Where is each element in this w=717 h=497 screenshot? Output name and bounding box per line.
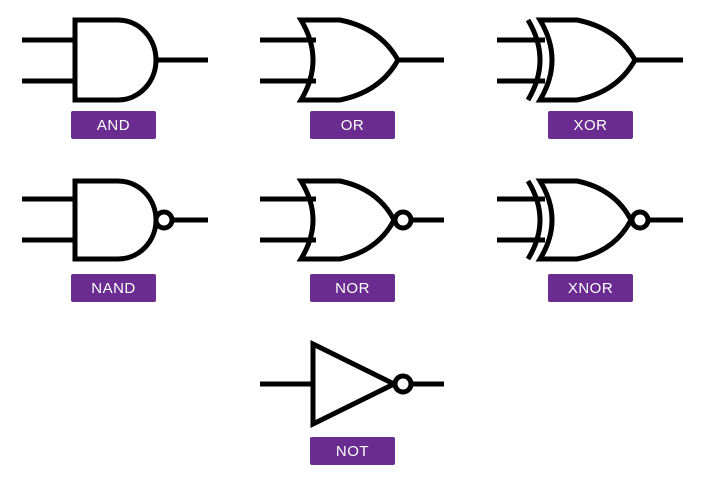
and-label: AND [71, 111, 156, 139]
xor-label: XOR [548, 111, 633, 139]
nand-label: NAND [71, 274, 156, 302]
nor-label: NOR [310, 274, 395, 302]
xnor-label: XNOR [548, 274, 633, 302]
not-label: NOT [310, 437, 395, 465]
or-label: OR [310, 111, 395, 139]
